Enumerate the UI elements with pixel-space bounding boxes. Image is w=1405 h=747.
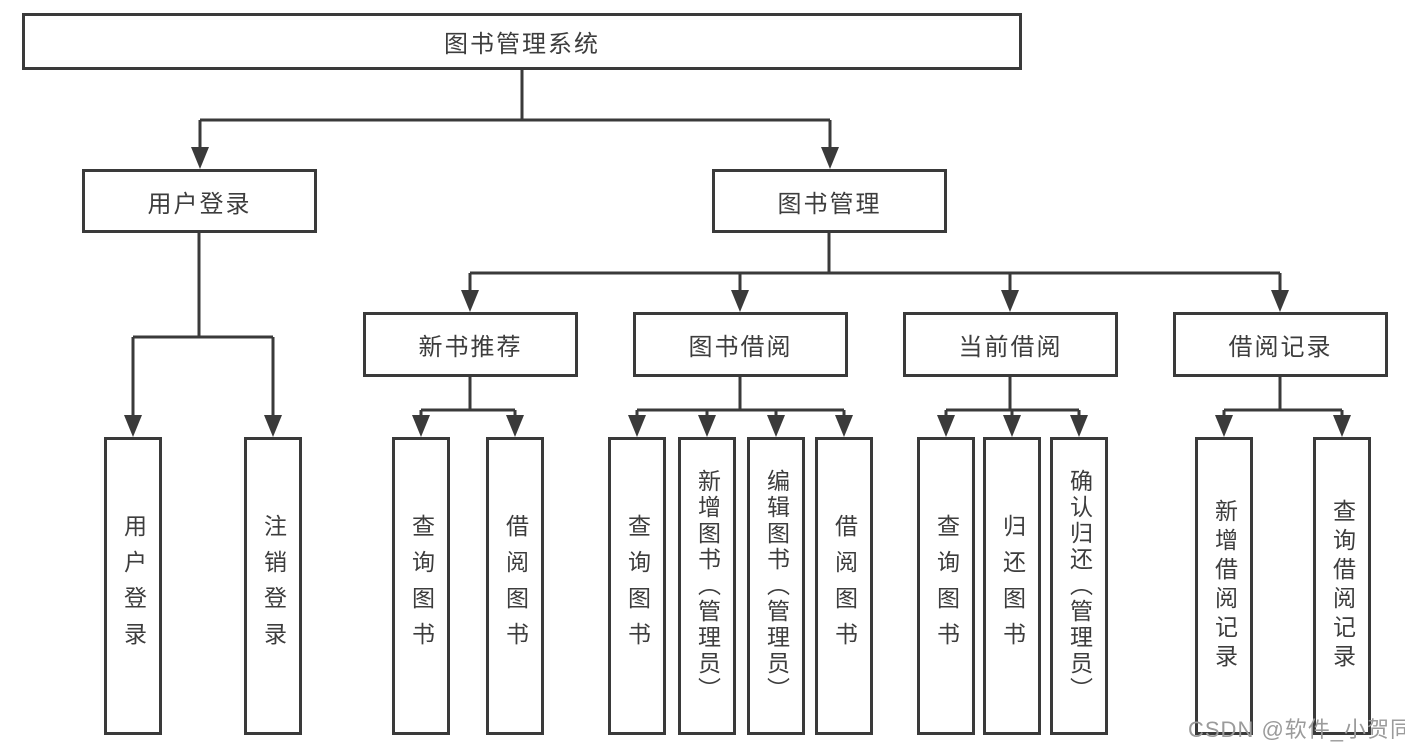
leaf-user-login: 用户登录 [104,437,162,735]
node-label: 新增图书（管理员） [694,469,721,703]
csdn-watermark: CSDN @软件_小贺同学 [1188,717,1405,742]
node-label: 当前借阅 [958,334,1063,361]
box-new-book-recommend: 新书推荐 [363,312,578,377]
leaf-query-books-current: 查询图书 [917,437,975,735]
box-library-management-system: 图书管理系统 [22,13,1022,70]
node-label: 查询借阅记录 [1329,499,1356,673]
node-label: 查询图书 [408,514,435,658]
node-label: 借阅图书 [502,514,529,658]
leaf-edit-book-admin: 编辑图书（管理员） [747,437,805,735]
node-label: 用户登录 [120,514,147,658]
box-book-borrow: 图书借阅 [633,312,848,377]
leaf-query-borrow-record: 查询借阅记录 [1313,437,1371,735]
box-current-borrow: 当前借阅 [903,312,1118,377]
node-label: 编辑图书（管理员） [763,469,790,703]
node-label: 确认归还（管理员） [1066,469,1093,703]
node-label: 图书借阅 [688,334,793,361]
leaf-confirm-return-admin: 确认归还（管理员） [1050,437,1108,735]
leaf-borrow-books-recommend: 借阅图书 [486,437,544,735]
node-label: 图书管理 [777,190,882,218]
node-label: 用户登录 [147,190,252,218]
node-label: 归还图书 [999,514,1026,658]
box-user-login: 用户登录 [82,169,317,233]
node-label: 借阅图书 [831,514,858,658]
node-label: 新增借阅记录 [1211,499,1238,673]
box-book-management: 图书管理 [712,169,947,233]
leaf-query-books-borrow: 查询图书 [608,437,666,735]
node-label: 查询图书 [933,514,960,658]
leaf-add-borrow-record: 新增借阅记录 [1195,437,1253,735]
node-label: 查询图书 [624,514,651,658]
node-label: 新书推荐 [418,334,523,361]
node-label: 图书管理系统 [444,31,600,58]
box-borrow-records: 借阅记录 [1173,312,1388,377]
leaf-logout: 注销登录 [244,437,302,735]
node-label: 注销登录 [260,514,287,658]
leaf-query-books-recommend: 查询图书 [392,437,450,735]
leaf-return-book: 归还图书 [983,437,1041,735]
arrowheads [124,147,1351,437]
leaf-borrow-books: 借阅图书 [815,437,873,735]
leaf-add-book-admin: 新增图书（管理员） [678,437,736,735]
node-label: 借阅记录 [1228,334,1333,361]
